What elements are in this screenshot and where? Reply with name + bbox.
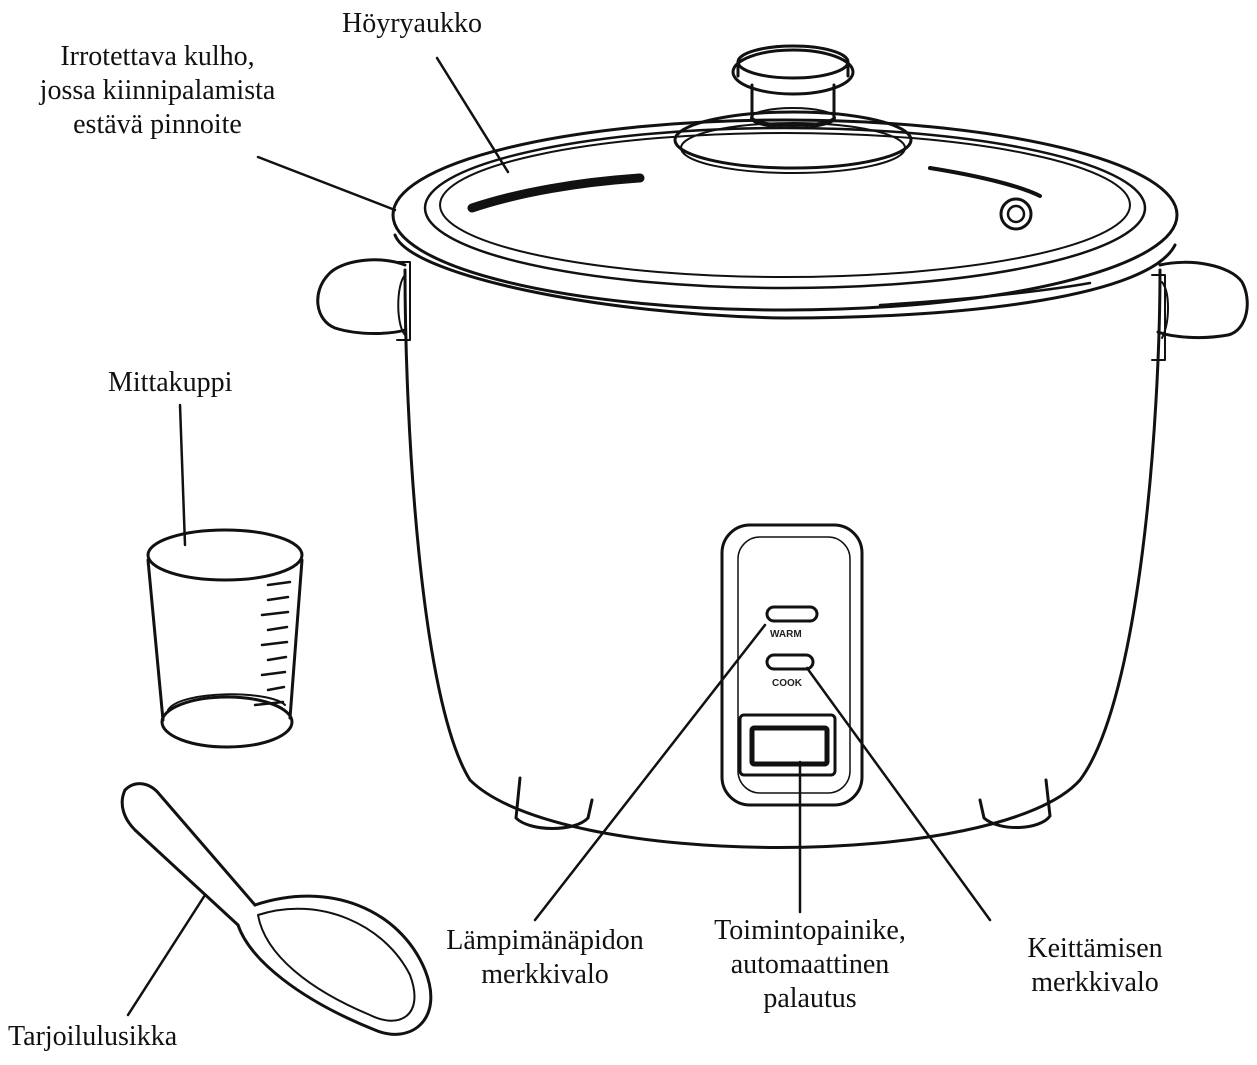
cook-panel-text: COOK (772, 678, 803, 689)
label-bowl: Irrotettava kulho, jossa kiinnipalamista… (39, 41, 276, 140)
leader-lines (126, 56, 992, 1017)
label-steam-vent: Höyryaukko (342, 8, 482, 39)
leader-bowl (256, 155, 397, 212)
serving-spoon (120, 782, 433, 1036)
leader-steam-vent (435, 56, 510, 174)
left-handle (316, 258, 411, 341)
function-button (738, 713, 837, 777)
cook-indicator-light (765, 653, 815, 671)
measuring-cup (146, 528, 304, 749)
label-serving-spoon: Tarjoilulusikka (8, 1021, 178, 1052)
cooker-body (393, 233, 1177, 849)
leader-cook-light (805, 666, 992, 922)
lid (391, 44, 1179, 312)
label-cook-light: Keittämisen merkkivalo (1027, 933, 1163, 998)
label-warm-light: Lämpimänäpidon merkkivalo (446, 925, 644, 990)
leader-serving-spoon (126, 893, 207, 1017)
right-handle (1151, 260, 1249, 361)
cup-scale-marks (253, 580, 292, 707)
warm-indicator-light (765, 605, 819, 623)
label-measuring-cup: Mittakuppi (108, 367, 233, 398)
leader-measuring-cup (178, 403, 187, 547)
leader-warm-light (533, 623, 767, 922)
control-panel (720, 523, 864, 807)
warm-panel-text: WARM (770, 629, 802, 640)
label-function-button: Toimintopainike, automaattinen palautus (714, 915, 906, 1014)
cooker-feet (514, 776, 1052, 830)
